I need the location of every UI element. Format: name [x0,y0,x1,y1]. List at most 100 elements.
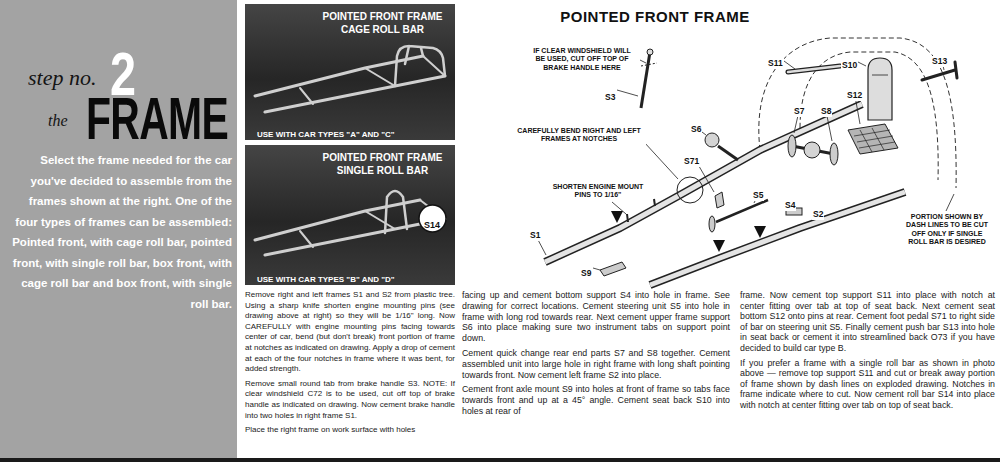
frame-photo-sketch [385,191,407,233]
seat-bottom [859,142,895,148]
callout-number: S6 [690,124,702,135]
frame-photo-sketch [255,46,445,112]
leader-line [593,268,600,270]
step-label: step no. [28,67,96,89]
photo-panel: POINTED FRONT FRAME CAGE ROLL BAR USE WIT… [245,4,455,140]
part-number-circle: S14 [418,204,447,233]
seat-bottom [860,130,872,152]
frame-photo-sketch [395,46,445,86]
label-slot: S13 [931,50,948,68]
diagram-title: POINTED FRONT FRAME [545,9,765,24]
label-slot: S8 [820,100,832,118]
text-slot: S14 [424,214,440,232]
instruction-paragraph: If you prefer a frame with a single roll… [740,358,995,411]
text-column: facing up and cement bottom support S4 i… [462,290,730,421]
label-slot: S9 [580,262,592,280]
quick-change-rear-end [804,142,820,158]
engine-mount-pin [627,214,628,222]
steering-unit [709,216,715,232]
callout-number: S11 [767,58,784,69]
photo-caption: USE WITH CAR TYPES "A" AND "C" [257,131,395,140]
callout-note: CAREFULLY BEND RIGHT AND LEFT FRAMES AT … [512,126,646,145]
text-slot: POINTED FRONT FRAME SINGLE ROLL BAR [315,152,450,177]
top-support [788,66,840,72]
engine-mount-pin [627,199,655,222]
seat-bottom [854,130,890,136]
leader-line [784,61,795,69]
callout-number: S2 [812,209,824,220]
seat-bottom [848,124,898,154]
title-slot: POINTED FRONT FRAME [545,9,765,24]
cut-off-dash-outline [800,52,938,180]
instruction-paragraph: Cement front axle mount S9 into holes at… [462,384,730,416]
frame-rail [650,192,905,285]
frame-photo-sketch [255,200,420,240]
bottom-rule [0,458,1000,462]
quick-change-rear-end [788,135,838,165]
label-slot: S3 [604,86,616,104]
frame-photo-sketch [300,56,445,104]
seat-bottom [857,136,893,142]
frame-photo-sketch [265,76,445,112]
cut-off-dash-outline [759,38,956,188]
leader-line [617,90,638,96]
label-slot: S11 [767,52,784,70]
brake-handle [641,49,657,108]
text-column: Remove right and left frames S1 and S2 f… [245,290,455,440]
label-slot: SHORTEN ENGINE MOUNT PINS TO 1/16" [550,182,646,201]
label-slot: IF CLEAR WINDSHIELD WILL BE USED, CUT OF… [526,46,638,73]
upper-frame-support [718,146,738,160]
foot-pedal [715,192,724,208]
brake-handle [641,63,657,66]
frame-rail [650,192,905,285]
label-slot: S1 [529,224,541,242]
seat-bottom [872,128,884,150]
upper-frame-support [705,133,738,160]
callout-number: S71 [683,156,700,167]
callout-note: IF CLEAR WINDSHIELD WILL BE USED, CUT OF… [526,46,638,73]
instruction-paragraph: Remove small round tab from brake handle… [245,379,455,421]
text-column: frame. Now cement top support S11 into p… [740,290,995,415]
callout-number: S12 [846,90,863,101]
label-slot: PORTION SHOWN BY DASH LINES TO BE CUT OF… [900,212,994,248]
seat-back [868,58,892,120]
circle-outline [419,205,446,232]
callout-number: S7 [793,106,805,117]
push-bar [922,70,955,80]
callout-number: S10 [841,60,858,71]
brake-handle [641,52,650,108]
instruction-paragraph: Cement quick change rear end parts S7 an… [462,348,730,380]
text-slot: POINTED FRONT FRAME CAGE ROLL BAR [315,11,450,36]
leader-line [612,202,626,214]
label-slot: S6 [690,118,702,136]
text-slot: step no. [28,67,96,89]
text-slot: USE WITH CAR TYPES "B" AND "D" [257,268,395,285]
text-slot: the [48,112,68,130]
heading-article: the [48,113,68,129]
text-slot: Select the frame needed for the car you'… [8,150,232,314]
quick-change-rear-end [788,135,796,157]
front-axle-mount [600,262,626,276]
leader-line [946,194,954,211]
callout-note: SHORTEN ENGINE MOUNT PINS TO 1/16" [550,182,646,201]
seat-bottom [848,124,898,154]
instruction-paragraph: Remove right and left frames S1 and S2 f… [245,290,455,375]
seat-back [872,75,888,76]
upper-frame-support [705,133,719,147]
steering-unit [709,200,768,232]
leader-line [858,62,866,66]
instruction-paragraph: frame. Now cement top support S11 into p… [740,290,995,354]
photo-caption: USE WITH CAR TYPES "B" AND "D" [257,276,395,285]
instruction-paragraph: Place the right frame on work surface wi… [245,425,455,436]
label-slot: S12 [846,84,863,102]
intro-text: Select the frame needed for the car you'… [8,150,232,314]
frame-photo-sketch [255,191,445,255]
seat-back [868,58,892,120]
section-heading: FRAME [86,90,228,149]
callout-number: S9 [580,268,592,279]
notch-marker [713,240,725,252]
callout-number: S3 [604,92,616,103]
frame-photo-sketch [265,219,445,255]
notch-marker [677,177,703,203]
cut-off-dash-outline [759,38,956,188]
